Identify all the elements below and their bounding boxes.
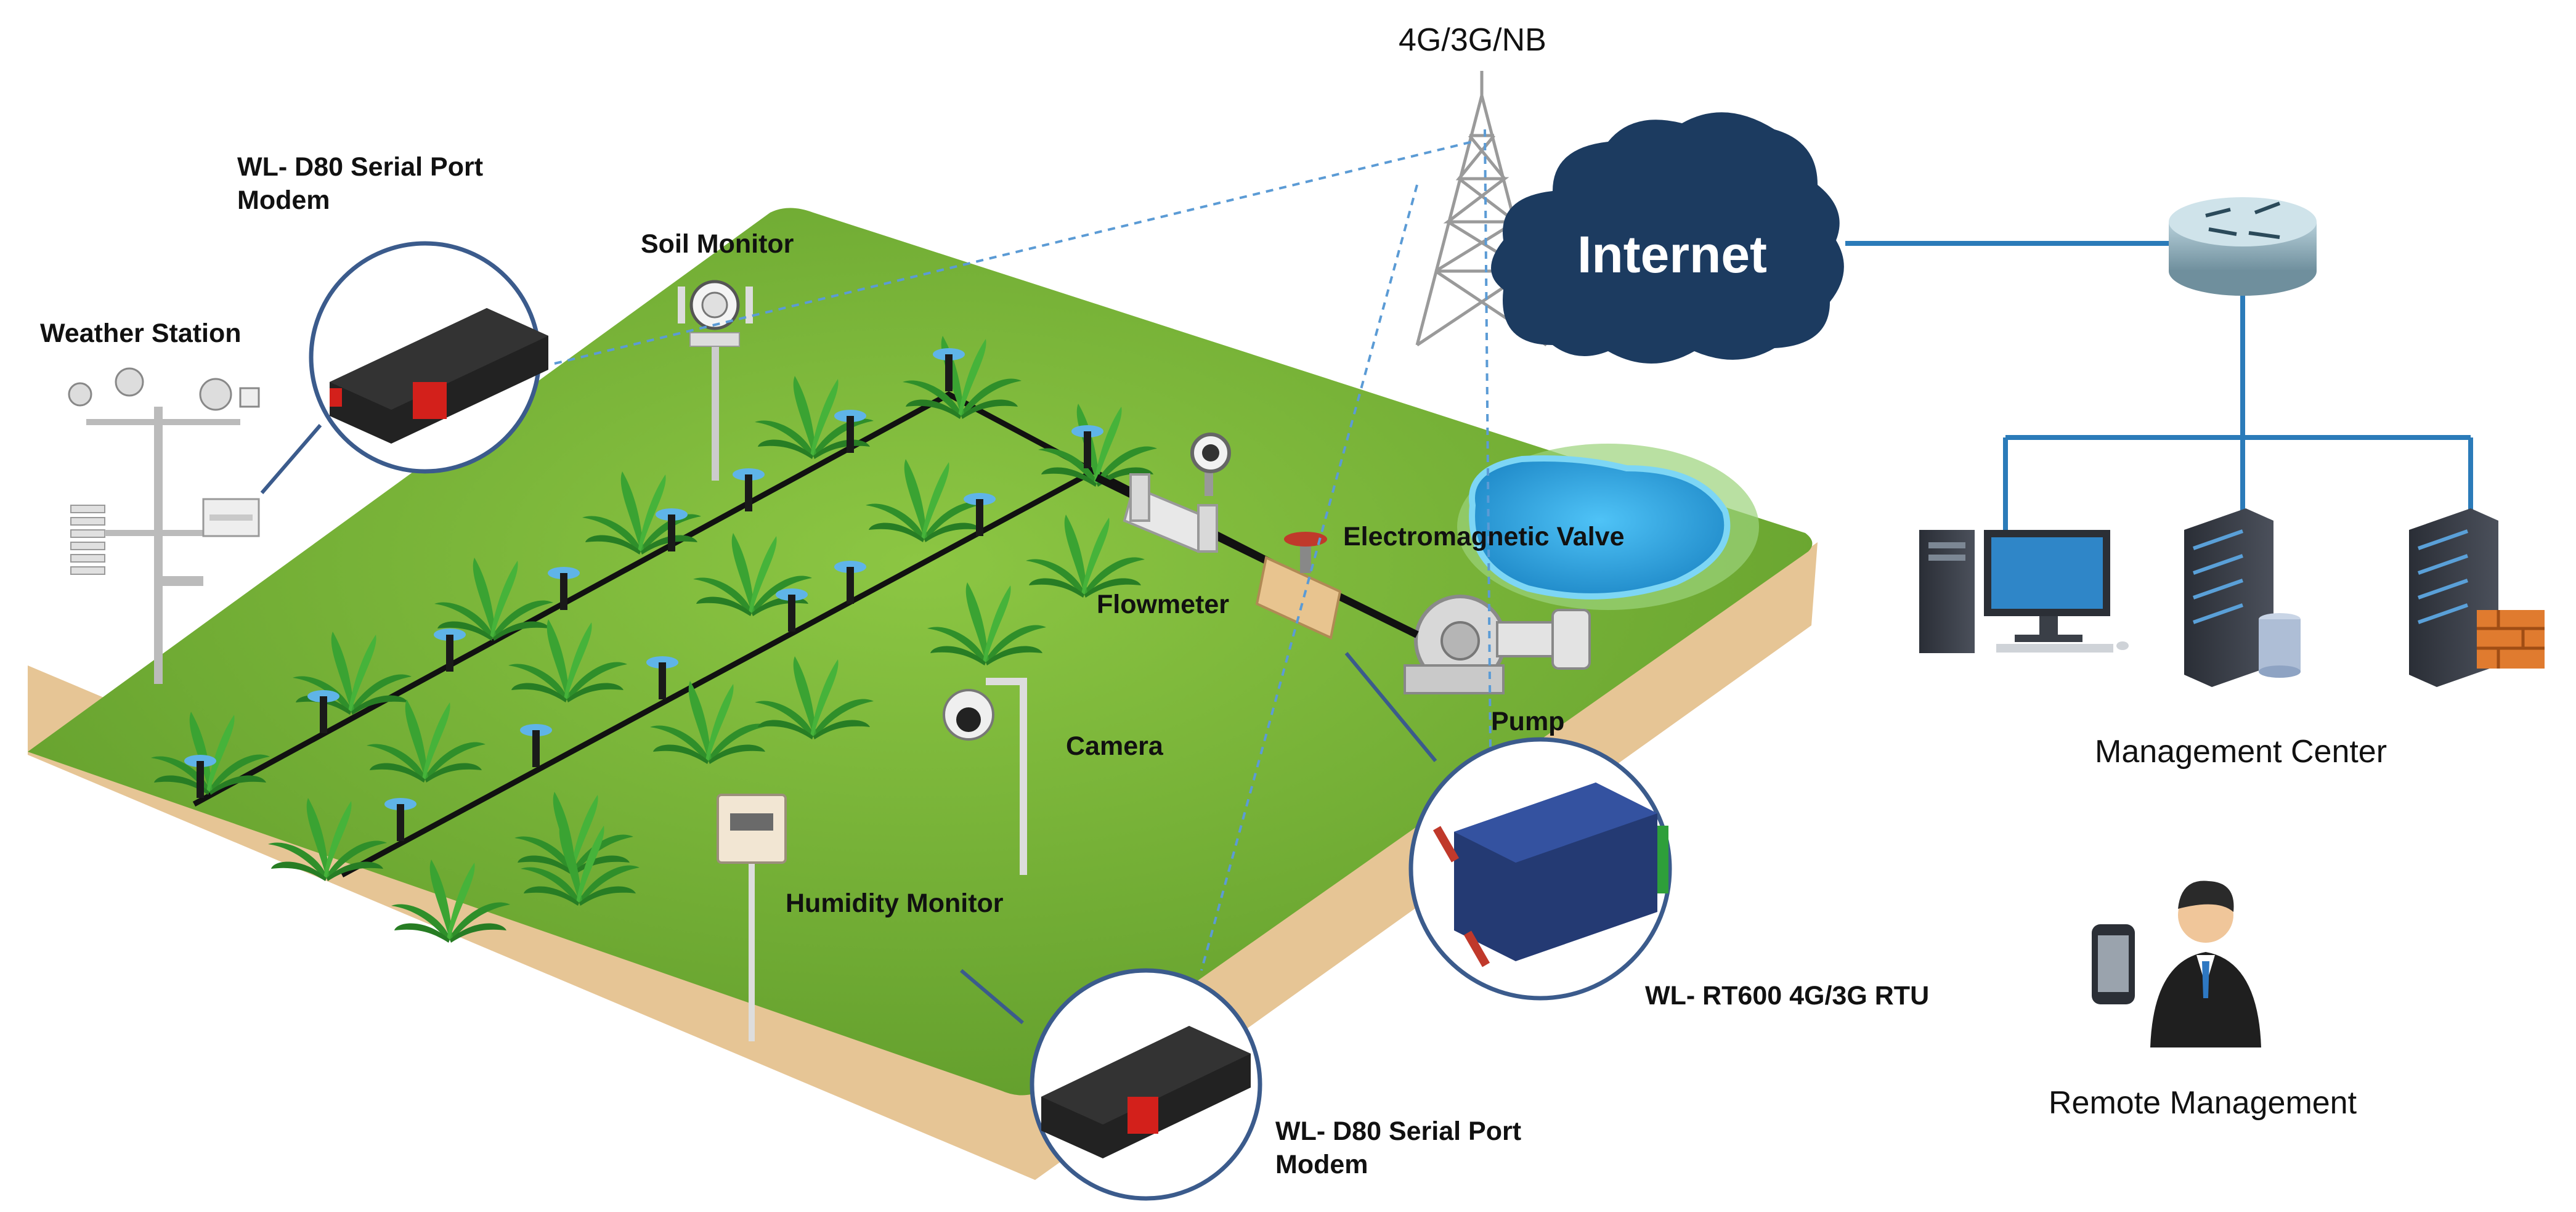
label-flowmeter: Flowmeter — [1097, 590, 1230, 619]
field-platform — [28, 208, 1818, 1180]
flowmeter-device — [1123, 433, 1231, 553]
wired-links — [1845, 241, 2473, 530]
label-soil-monitor: Soil Monitor — [641, 229, 794, 259]
label-pump: Pump — [1491, 707, 1565, 736]
label-modem-bottom: WL- D80 Serial Port Modem — [1275, 1116, 1522, 1179]
label-remote-management: Remote Management — [2049, 1085, 2357, 1121]
camera-device — [943, 678, 1027, 875]
firewall-server — [2409, 508, 2545, 687]
pump-device — [1404, 595, 1591, 694]
label-weather-station: Weather Station — [40, 319, 242, 348]
weather-station-device — [68, 367, 260, 684]
wireless-links — [554, 129, 1492, 971]
label-camera: Camera — [1066, 731, 1163, 761]
internet-cloud — [1491, 112, 1844, 364]
radiation-shield — [70, 505, 105, 575]
water-pool — [1457, 444, 1759, 610]
router-device — [2169, 197, 2317, 296]
rtu-callout — [1344, 652, 1672, 1001]
soil-monitor-device — [678, 280, 753, 481]
main-water-pipe — [1095, 433, 1419, 640]
label-electromagnetic-valve: Electromagnetic Valve — [1343, 522, 1625, 551]
label-management-center: Management Center — [2095, 734, 2387, 770]
desktop-computer — [1919, 530, 2129, 653]
label-modem-top: WL- D80 Serial Port Modem — [237, 152, 484, 215]
remote-management-figure — [2092, 881, 2261, 1047]
database-server — [2184, 508, 2301, 687]
humidity-monitor-device — [717, 794, 787, 1041]
label-humidity-monitor: Humidity Monitor — [786, 889, 1004, 918]
label-rtu: WL- RT600 4G/3G RTU — [1645, 981, 1930, 1011]
modem-bottom-callout — [960, 968, 1262, 1201]
modem-top-callout — [260, 241, 548, 494]
label-internet: Internet — [1577, 226, 1768, 283]
electromagnetic-valve-device — [1255, 532, 1342, 640]
label-4g-network: 4G/3G/NB — [1399, 22, 1546, 58]
